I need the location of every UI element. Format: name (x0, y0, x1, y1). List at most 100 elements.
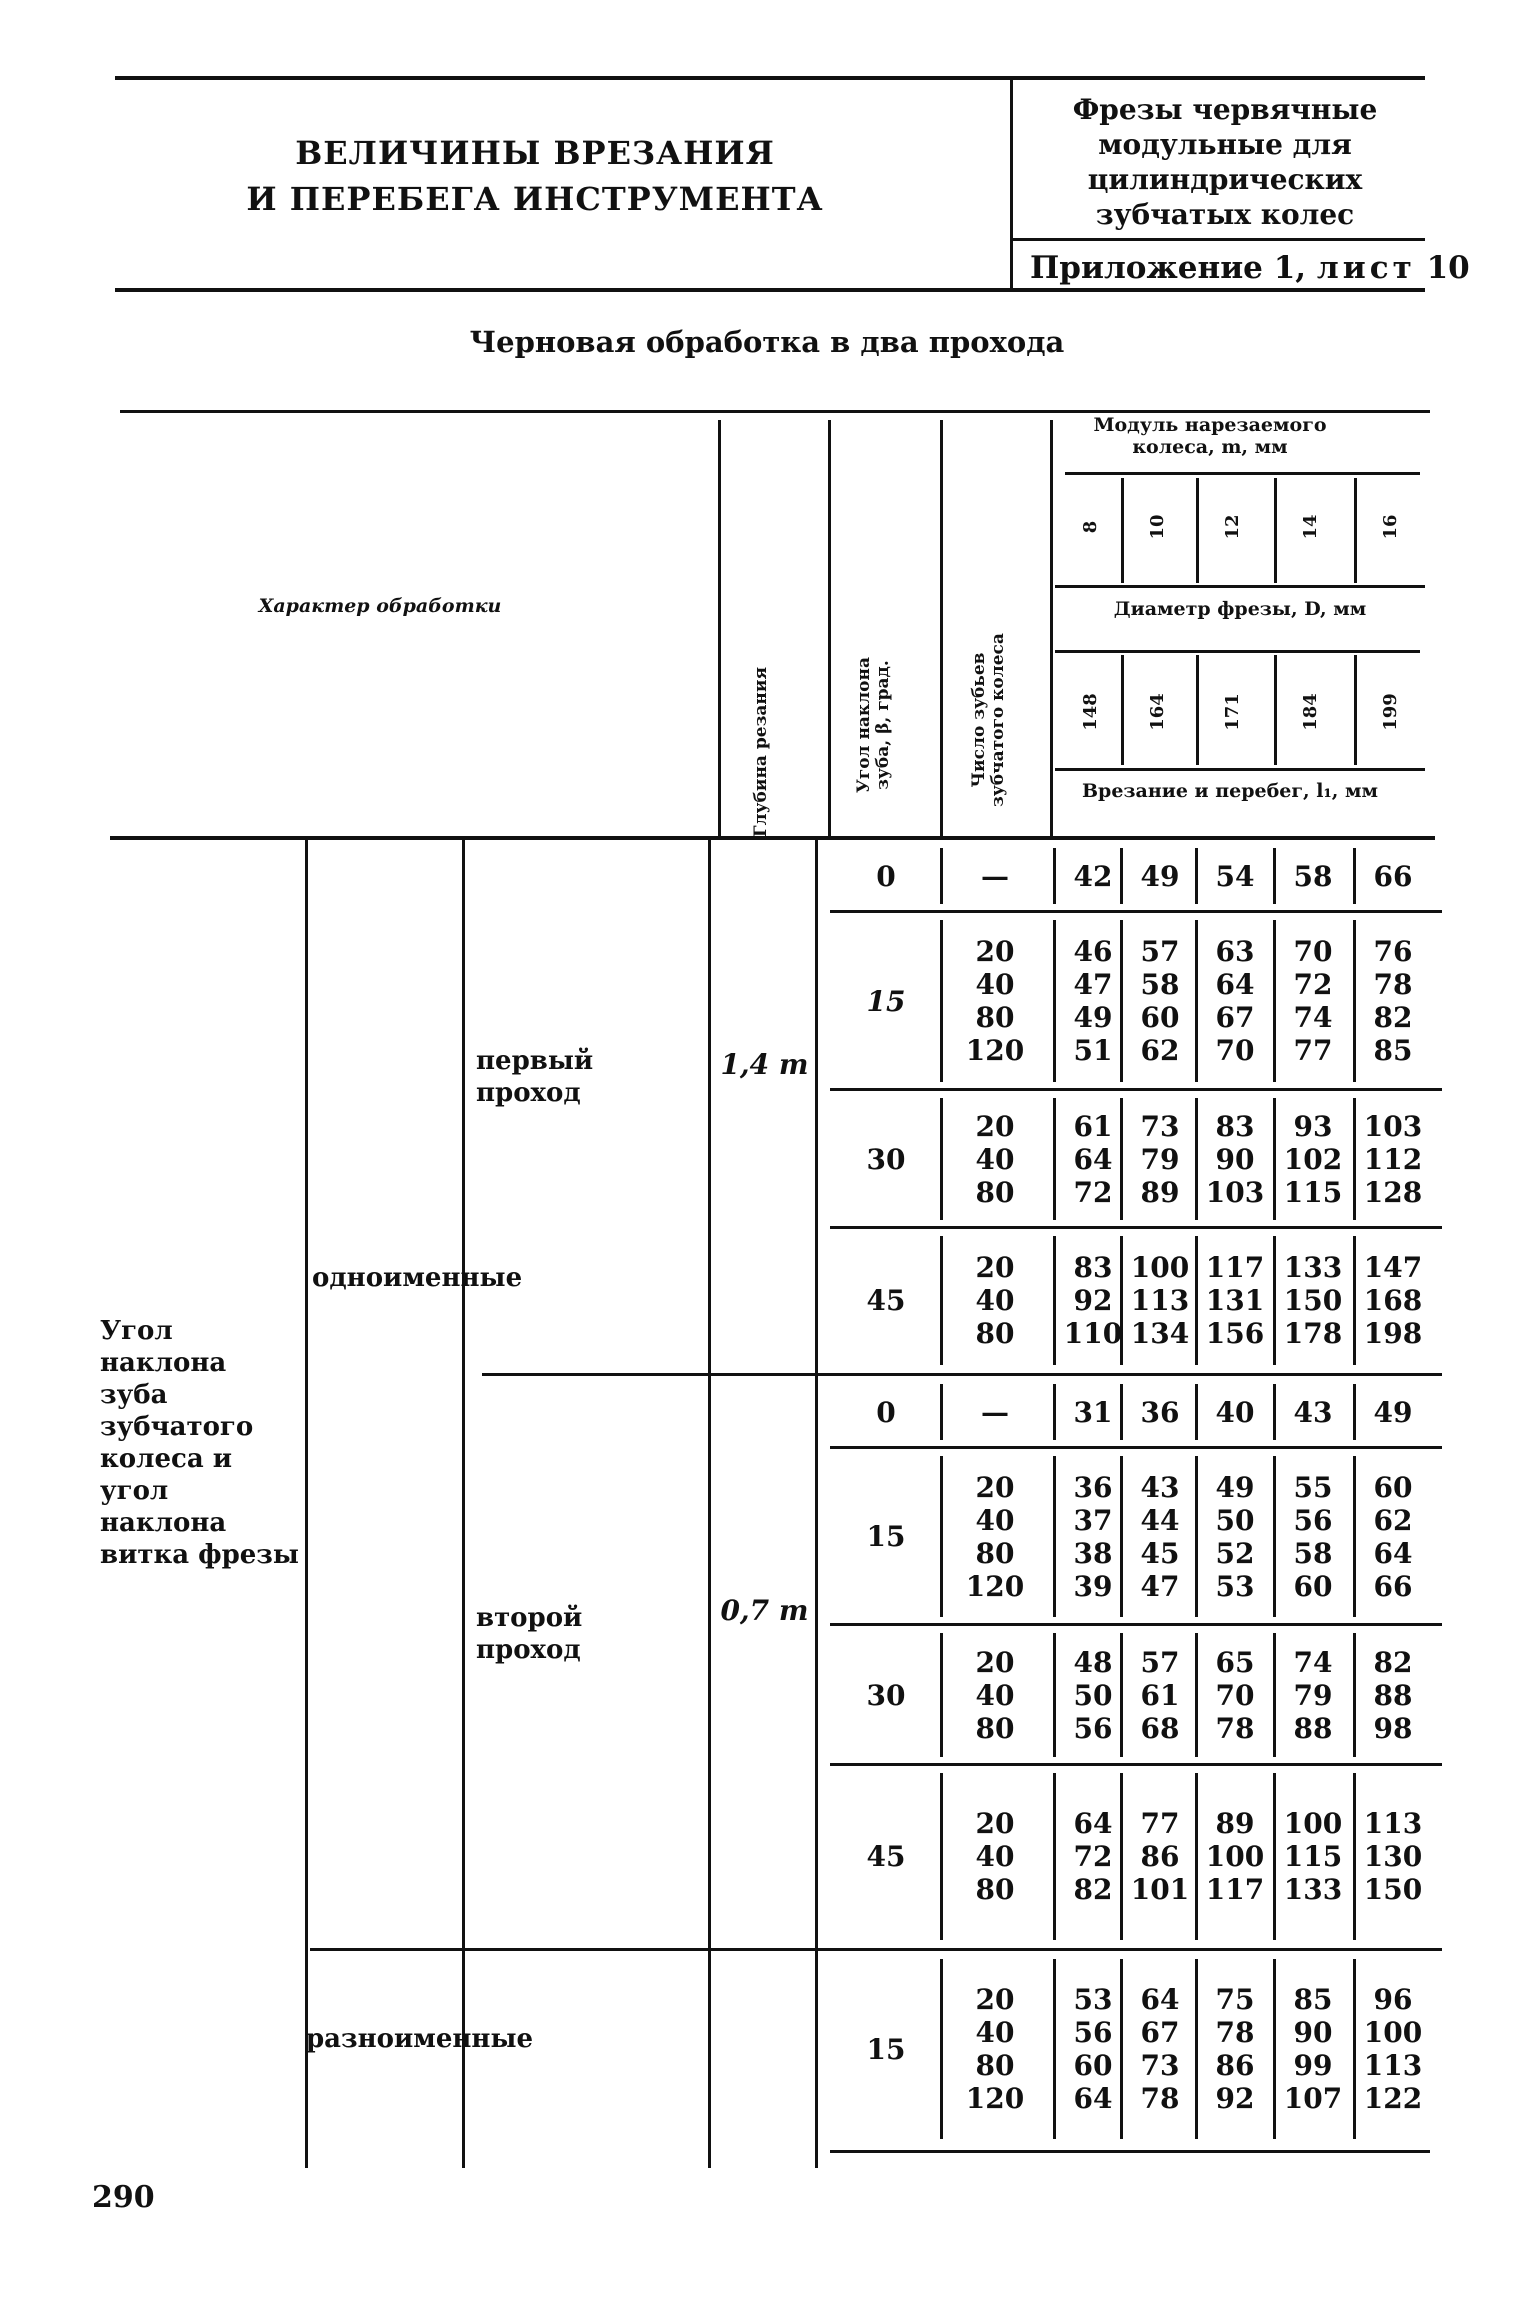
value-col-sep (1195, 1456, 1198, 1617)
value-col-sep (1053, 1456, 1056, 1617)
body-sep-depth (815, 838, 818, 2168)
value-cell: 77 (1140, 1807, 1180, 1840)
value-col-sep (1273, 1959, 1276, 2139)
module-label: Модуль нарезаемого колеса, m, мм (1093, 414, 1327, 458)
value-cell: 131 (1205, 1284, 1265, 1317)
value-col-sep (1353, 1456, 1356, 1617)
value-cell: 77 (1293, 1034, 1333, 1067)
value-cell: 147 (1363, 1251, 1423, 1284)
value-cell: 64 (1373, 1536, 1413, 1570)
value-cell: 86 (1215, 2049, 1255, 2082)
value-cell: 58 (1140, 968, 1180, 1001)
value-cell: 67 (1215, 1001, 1255, 1034)
value-cell: 89 (1215, 1807, 1255, 1840)
value-cell: 73 (1140, 2049, 1180, 2082)
value-cell: 112 (1363, 1142, 1423, 1176)
value-cell: 133 (1283, 1873, 1343, 1906)
value-cell: 43 (1140, 1470, 1180, 1504)
teeth-col-sep (940, 1773, 943, 1940)
value-cell: 57 (1140, 1645, 1180, 1679)
diameter-col-sep (1121, 655, 1124, 765)
value-cell: 36 (1073, 1470, 1113, 1504)
value-cell: 53 (1073, 1983, 1113, 2016)
result-label: Врезание и перебег, l₁, мм (1081, 780, 1379, 802)
value-cell: 58 (1293, 1536, 1333, 1570)
value-cell: 86 (1140, 1840, 1180, 1873)
teeth-cell: 80 (975, 1175, 1015, 1209)
value-col-sep (1273, 1384, 1276, 1440)
row-divider (830, 1226, 1442, 1229)
value-col-sep (1120, 1456, 1123, 1617)
value-cell: 156 (1205, 1317, 1265, 1350)
teeth-cell: 20 (975, 1807, 1015, 1840)
table-bottom-rule (830, 2150, 1430, 2153)
angle-cell: 45 (866, 1284, 906, 1317)
value-col-sep (1353, 1098, 1356, 1220)
group-divider (310, 1948, 1442, 1951)
value-cell: 63 (1215, 935, 1255, 968)
diameter-col-sep (1354, 655, 1357, 765)
pass1-depth: 1,4 m (720, 1048, 809, 1081)
value-cell: 68 (1140, 1711, 1180, 1745)
value-cell: 36 (1140, 1395, 1180, 1429)
teeth-cell: 20 (975, 935, 1015, 968)
value-cell: 64 (1073, 2082, 1113, 2115)
angle-cell: 0 (876, 859, 896, 893)
value-cell: 44 (1140, 1503, 1180, 1537)
header-bottom-line (110, 836, 1435, 840)
teeth-cell: 120 (965, 1034, 1025, 1067)
value-cell: 39 (1073, 1569, 1113, 1603)
value-col-sep (1120, 1959, 1123, 2139)
value-cell: 83 (1073, 1251, 1113, 1284)
value-cell: 82 (1073, 1873, 1113, 1906)
value-cell: 107 (1283, 2082, 1343, 2115)
value-col-sep (1053, 1384, 1056, 1440)
value-cell: 122 (1363, 2082, 1423, 2115)
diameter-col-sep (1274, 655, 1277, 765)
value-col-sep (1273, 920, 1276, 1082)
teeth-cell: — (981, 1395, 1009, 1429)
value-cell: 37 (1073, 1503, 1113, 1537)
row-divider (830, 1763, 1442, 1766)
value-cell: 82 (1373, 1001, 1413, 1034)
value-cell: 55 (1293, 1470, 1333, 1504)
value-cell: 60 (1073, 2049, 1113, 2082)
teeth-cell: 80 (975, 1711, 1015, 1745)
angle-cell: 15 (866, 2032, 906, 2066)
value-cell: 70 (1215, 1678, 1255, 1712)
value-cell: 49 (1073, 1001, 1113, 1034)
value-cell: 67 (1140, 2016, 1180, 2049)
module-col-sep (1354, 478, 1357, 583)
value-cell: 56 (1073, 2016, 1113, 2049)
value-cell: 47 (1140, 1569, 1180, 1603)
teeth-cell: 80 (975, 1536, 1015, 1570)
value-cell: 115 (1283, 1840, 1343, 1873)
group-same-label: одноименные (312, 1263, 523, 1293)
page-title: ВЕЛИЧИНЫ ВРЕЗАНИЯ И ПЕРЕБЕГА ИНСТРУМЕНТА (246, 134, 824, 218)
value-cell: 47 (1073, 968, 1113, 1001)
value-cell: 83 (1215, 1109, 1255, 1143)
value-cell: 50 (1073, 1678, 1113, 1712)
header-depth: Глубина резания (751, 666, 771, 838)
value-cell: 65 (1215, 1645, 1255, 1679)
diameter-label: Диаметр фрезы, D, мм (1113, 598, 1367, 620)
value-cell: 70 (1293, 935, 1333, 968)
value-cell: 58 (1293, 859, 1333, 893)
teeth-col-sep (940, 1456, 943, 1617)
row-divider (830, 910, 1442, 913)
row-divider (830, 1623, 1442, 1626)
page-number: 290 (92, 2180, 155, 2215)
group-opposite-label: разноименные (306, 2024, 534, 2054)
module-col-sep (1274, 478, 1277, 583)
value-col-sep (1273, 1456, 1276, 1617)
value-cell: 82 (1373, 1645, 1413, 1679)
value-cell: 100 (1283, 1807, 1343, 1840)
value-cell: 79 (1293, 1678, 1333, 1712)
value-cell: 56 (1293, 1503, 1333, 1537)
value-cell: 38 (1073, 1536, 1113, 1570)
value-col-sep (1053, 1098, 1056, 1220)
diameter-header-cell: 148 (1080, 693, 1101, 731)
value-cell: 103 (1363, 1109, 1423, 1143)
value-col-sep (1353, 920, 1356, 1082)
value-cell: 198 (1363, 1317, 1423, 1350)
